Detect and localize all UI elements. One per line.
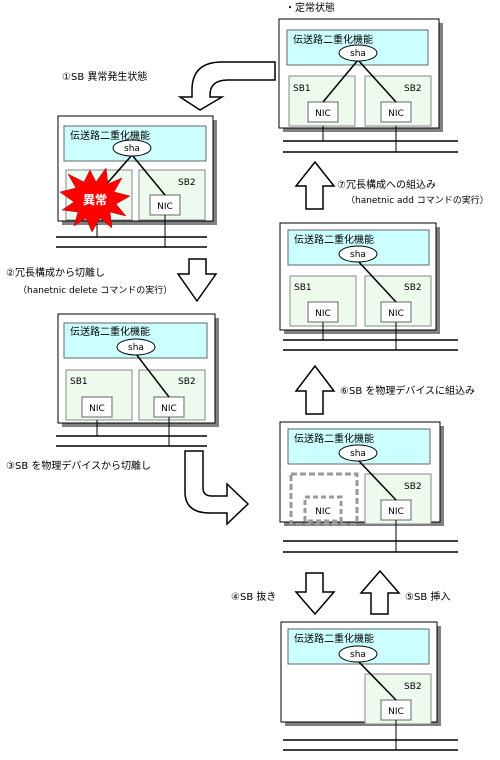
arrow-down-step2 <box>176 258 218 303</box>
arrow-down-step4 <box>294 572 336 616</box>
fault-label: 異常 <box>83 192 107 207</box>
nic1-label: NIC <box>315 109 331 119</box>
label-steady: ・定常状態 <box>285 1 335 14</box>
link-sb2 <box>357 59 397 103</box>
link-sb2 <box>357 660 397 701</box>
label-step7-command: （hanetnic add コマンドの実行） <box>346 194 489 206</box>
label-step3: ③SB を物理デバイスから切離し <box>6 459 151 472</box>
nic1-label: NIC <box>315 309 331 319</box>
nic1-label: NIC <box>315 507 331 517</box>
label-step2: ②冗長構成から切離し <box>6 266 105 279</box>
sha-label: sha <box>350 650 366 660</box>
sha-label: sha <box>128 343 144 353</box>
nic1 <box>81 396 113 418</box>
panel-reattached: 伝送路二重化機能 SB1 SB2 NIC NIC sha <box>279 222 458 351</box>
sb2-label: SB2 <box>178 377 196 387</box>
sha-node <box>338 645 378 663</box>
function-label: 伝送路二重化機能 <box>70 325 150 338</box>
sb2-label: SB2 <box>404 682 422 692</box>
link-sb2 <box>135 353 170 398</box>
arrow-curved-step3 <box>184 450 250 526</box>
sb1-label: SB1 <box>293 84 311 94</box>
sb2-label: SB2 <box>404 283 422 293</box>
nic2-label: NIC <box>161 404 177 414</box>
sha-label: sha <box>350 250 366 260</box>
sha-node <box>338 444 378 462</box>
nic1-removed <box>303 495 343 523</box>
nic2-label: NIC <box>388 309 404 319</box>
function-label: 伝送路二重化機能 <box>294 233 374 246</box>
label-step4: ④SB 抜き <box>231 590 276 603</box>
sha-node <box>112 139 152 157</box>
link-sb2 <box>357 459 397 501</box>
label-step1: ①SB 異常発生状態 <box>62 70 147 83</box>
sha-label: sha <box>350 449 366 459</box>
link-sb1 <box>322 59 359 103</box>
label-step6: ⑥SB を物理デバイスに組込み <box>340 384 475 397</box>
sb2-label: SB2 <box>178 178 196 188</box>
function-label: 伝送路二重化機能 <box>70 129 150 142</box>
function-label: 伝送路二重化機能 <box>293 33 373 46</box>
panel-steady: 伝送路二重化機能 SB1 SB2 NIC NIC sha <box>278 18 458 153</box>
panel-removed: 伝送路二重化機能 SB2 NIC sha <box>280 621 458 751</box>
label-step2-command: （hanetnic delete コマンドの実行） <box>18 284 172 296</box>
sb1-label: SB1 <box>294 283 312 293</box>
nic2-label: NIC <box>388 507 404 517</box>
sb2-label: SB2 <box>404 84 422 94</box>
arrow-curved-to-fault <box>177 61 276 111</box>
sha-label: sha <box>350 49 366 59</box>
panel-detached: 伝送路二重化機能 SB1 SB2 NIC NIC sha <box>56 313 219 447</box>
fault-starburst <box>59 167 131 233</box>
nic2-label: NIC <box>388 109 404 119</box>
nic1-label: NIC <box>89 404 105 414</box>
sha-label: sha <box>124 144 140 154</box>
panel-fault: 伝送路二重化機能 SB2 NIC sha 異常 <box>56 115 217 248</box>
sb2-label: SB2 <box>404 482 422 492</box>
sha-node <box>116 338 156 356</box>
sha-node <box>338 245 378 263</box>
nic2-label: NIC <box>388 707 404 717</box>
arrow-up-step6 <box>294 364 336 415</box>
link-sb2 <box>357 260 397 303</box>
arrow-up-step7 <box>294 160 336 210</box>
sha-node <box>338 44 378 62</box>
label-step5: ⑤SB 挿入 <box>405 590 450 603</box>
sb1-slot-removed <box>289 472 359 526</box>
label-step7: ⑦冗長構成への組込み <box>337 178 436 191</box>
arrow-up-step5 <box>359 569 401 615</box>
panel-physically-detached: 伝送路二重化機能 NIC SB2 NIC sha <box>279 421 458 553</box>
nic2-label: NIC <box>157 202 173 212</box>
function-label: 伝送路二重化機能 <box>294 432 374 445</box>
function-label: 伝送路二重化機能 <box>294 632 374 645</box>
sb1-label: SB1 <box>70 377 88 387</box>
link-sb2 <box>131 154 166 196</box>
